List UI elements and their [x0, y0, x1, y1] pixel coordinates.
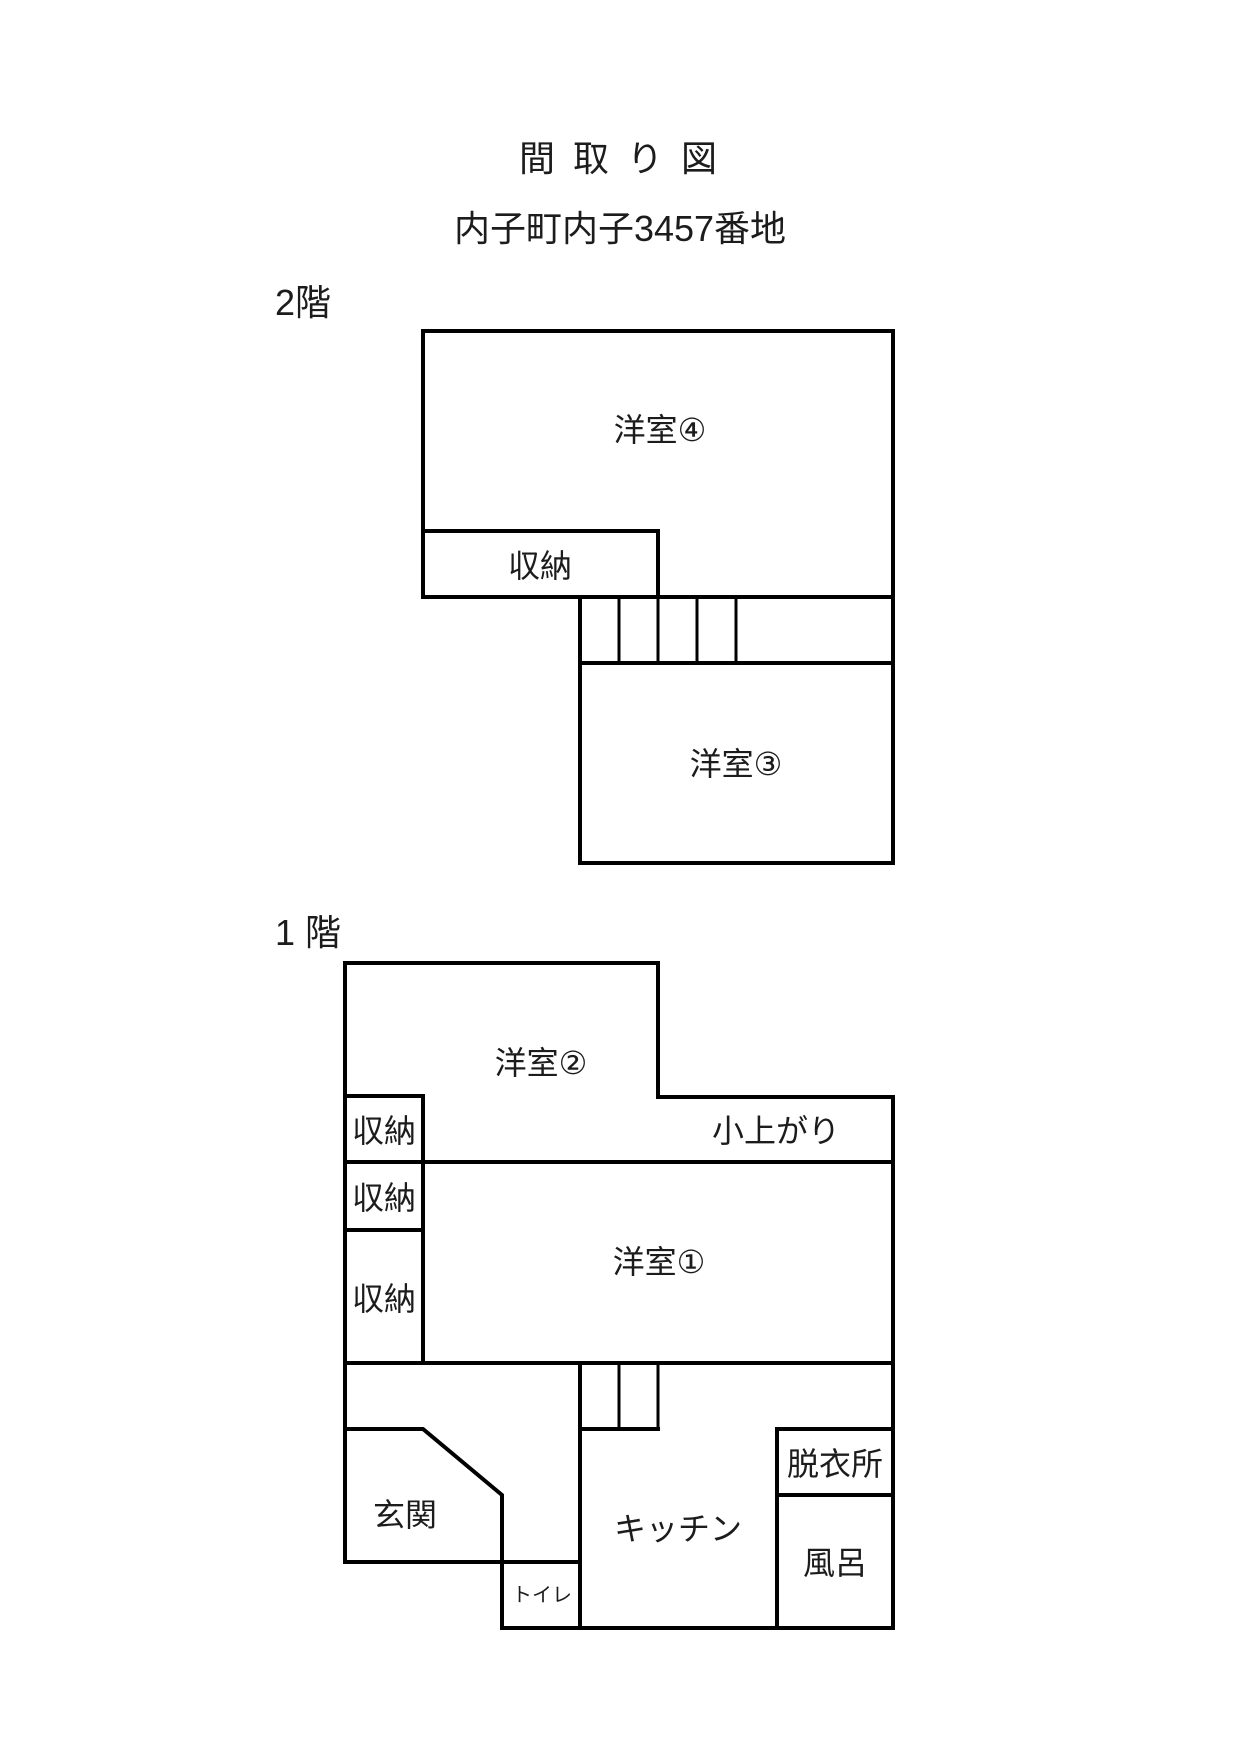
room-label-storage-1f-c: 収納: [351, 1281, 417, 1317]
room-label-western-room-4: 洋室④: [613, 412, 707, 448]
floor1-washroom-wall: [775, 1427, 895, 1630]
floor2-closet-wall: [421, 529, 660, 599]
room-label-raised-floor: 小上がり: [711, 1113, 841, 1149]
room-label-kitchen: キッチン: [613, 1511, 743, 1547]
room-label-western-room-3: 洋室③: [689, 746, 783, 782]
room-label-changing-room: 脱衣所: [786, 1446, 884, 1482]
floor1-plan: [343, 961, 895, 1630]
room-label-toilet: トイレ: [512, 1584, 572, 1607]
room-label-bath: 風呂: [802, 1545, 868, 1581]
page-title: 間 取 り 図: [518, 138, 721, 179]
room-label-entrance: 玄関: [372, 1497, 438, 1533]
floor-label-1f: 1 階: [275, 912, 342, 953]
floor1-outline-wall: [343, 961, 895, 1630]
floor-label-2f: 2階: [275, 282, 332, 323]
floor2-plan: [421, 329, 895, 865]
floor1-closet-a-wall: [343, 1094, 425, 1164]
room-label-storage-2f: 収納: [507, 548, 573, 584]
room-label-western-room-1: 洋室①: [612, 1244, 706, 1280]
room-label-storage-1f-b: 収納: [351, 1180, 417, 1216]
room-label-storage-1f-a: 収納: [351, 1113, 417, 1149]
floor1-entrance-wall: [343, 1427, 504, 1564]
room-label-western-room-2: 洋室②: [494, 1045, 588, 1081]
property-address: 内子町内子3457番地: [453, 208, 787, 249]
